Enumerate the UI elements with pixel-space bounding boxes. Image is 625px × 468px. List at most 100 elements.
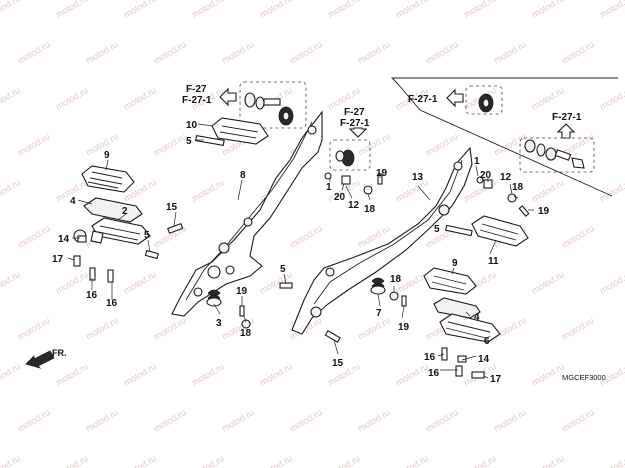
callout-19[interactable]: 19 xyxy=(398,322,410,333)
reference-box-2[interactable]: F-27 F-27-1 xyxy=(329,107,371,171)
watermark-text: motod.ru xyxy=(16,407,52,433)
callout-12[interactable]: 12 xyxy=(348,200,360,211)
callout-10[interactable]: 10 xyxy=(186,120,198,131)
watermark-text: motod.ru xyxy=(54,85,90,111)
watermark-text: motod.ru xyxy=(190,361,226,387)
watermark-text: motod.ru xyxy=(462,0,498,20)
callout-9[interactable]: 9 xyxy=(452,258,458,269)
callout-5[interactable]: 5 xyxy=(186,136,192,147)
callout-18[interactable]: 18 xyxy=(240,328,252,339)
callout-16[interactable]: 16 xyxy=(424,352,436,363)
bolt-group-upper-left xyxy=(244,92,294,126)
watermark-text: motod.ru xyxy=(492,39,528,65)
watermark-text: motod.ru xyxy=(598,269,625,295)
reference-arrow-icon xyxy=(446,88,464,108)
reference-box-4[interactable]: F-27-1 xyxy=(519,112,595,173)
callout-19[interactable]: 19 xyxy=(538,206,550,217)
watermark-text: motod.ru xyxy=(598,0,625,20)
watermark-text: motod.ru xyxy=(598,177,625,203)
upper-step-10 xyxy=(195,117,269,147)
watermark-text: motod.ru xyxy=(326,0,362,20)
reference-label: F-27-1 xyxy=(552,112,582,123)
front-label: FR. xyxy=(52,348,67,358)
callout-14[interactable]: 14 xyxy=(58,234,70,245)
callout-2[interactable]: 2 xyxy=(122,206,128,217)
callout-8[interactable]: 8 xyxy=(240,170,246,181)
callout-16[interactable]: 16 xyxy=(106,298,118,309)
callout-5[interactable]: 5 xyxy=(280,264,286,275)
reference-outline xyxy=(329,139,371,171)
watermark-text: motod.ru xyxy=(16,315,52,341)
callout-19[interactable]: 19 xyxy=(236,286,248,297)
callout-16[interactable]: 16 xyxy=(86,290,98,301)
watermark-text: motod.ru xyxy=(220,39,256,65)
callout-numbers: 9 4 2 14 17 16 16 5 15 10 5 8 3 19 18 1 … xyxy=(52,120,550,385)
callout-18[interactable]: 18 xyxy=(512,182,524,193)
callout-20[interactable]: 20 xyxy=(334,192,346,203)
spring-7 xyxy=(370,277,386,295)
watermark-text: motod.ru xyxy=(220,407,256,433)
watermark-text: motod.ru xyxy=(288,39,324,65)
callout-5[interactable]: 5 xyxy=(144,230,150,241)
watermark-text: motod.ru xyxy=(530,0,566,20)
watermark-text: motod.ru xyxy=(598,85,625,111)
watermark-text: motod.ru xyxy=(530,177,566,203)
reference-box-1[interactable]: F-27 F-27-1 xyxy=(182,81,307,129)
watermark-text: motod.ru xyxy=(530,269,566,295)
callout-11[interactable]: 11 xyxy=(488,256,499,267)
watermark-text: motod.ru xyxy=(530,85,566,111)
reference-box-3[interactable]: F-27-1 xyxy=(408,85,503,115)
right-step-rubber-9 xyxy=(423,267,477,295)
watermark-text: motod.ru xyxy=(84,131,120,157)
watermark-text: motod.ru xyxy=(424,131,460,157)
callout-20[interactable]: 20 xyxy=(480,170,492,181)
callout-14[interactable]: 14 xyxy=(478,354,490,365)
watermark-text: motod.ru xyxy=(16,223,52,249)
callout-7[interactable]: 7 xyxy=(376,308,382,319)
callout-3[interactable]: 3 xyxy=(216,318,222,329)
callout-16[interactable]: 16 xyxy=(428,368,440,379)
watermark-text: motod.ru xyxy=(122,269,158,295)
reference-outline xyxy=(465,85,503,115)
callout-1[interactable]: 1 xyxy=(326,182,332,193)
watermark-text: motod.ru xyxy=(0,453,22,468)
watermark-text: motod.ru xyxy=(326,453,362,468)
callout-15[interactable]: 15 xyxy=(166,202,178,213)
watermark-text: motod.ru xyxy=(462,453,498,468)
callout-4[interactable]: 4 xyxy=(474,312,480,323)
callout-9[interactable]: 9 xyxy=(104,150,110,161)
reference-arrow-icon xyxy=(556,123,576,139)
watermark-text: motod.ru xyxy=(356,315,392,341)
left-step-plate xyxy=(83,197,143,223)
watermark-text: motod.ru xyxy=(122,85,158,111)
callout-17[interactable]: 17 xyxy=(52,254,64,265)
right-step-bar-6 xyxy=(439,313,501,343)
callout-18[interactable]: 18 xyxy=(364,204,376,215)
callout-15[interactable]: 15 xyxy=(332,358,344,369)
watermark-text: motod.ru xyxy=(258,0,294,20)
callout-5[interactable]: 5 xyxy=(434,224,440,235)
watermark-text: motod.ru xyxy=(152,315,188,341)
watermark-text: motod.ru xyxy=(560,407,596,433)
reference-label: F-27 xyxy=(344,107,365,118)
callout-13[interactable]: 13 xyxy=(412,172,424,183)
reference-label: F-27 xyxy=(186,84,207,95)
callout-4[interactable]: 4 xyxy=(70,196,76,207)
callout-17[interactable]: 17 xyxy=(490,374,502,385)
callout-19[interactable]: 19 xyxy=(376,168,388,179)
callout-6[interactable]: 6 xyxy=(484,336,490,347)
reference-arrow-icon xyxy=(219,87,237,107)
watermark-text: motod.ru xyxy=(0,177,22,203)
callout-18[interactable]: 18 xyxy=(390,274,402,285)
right-step-11 xyxy=(445,215,529,247)
right-step-plate-4 xyxy=(433,297,481,319)
watermark-text: motod.ru xyxy=(560,315,596,341)
callout-1[interactable]: 1 xyxy=(474,156,480,167)
watermark-text: motod.ru xyxy=(356,131,392,157)
watermark-text: motod.ru xyxy=(258,361,294,387)
watermark-text: motod.ru xyxy=(84,407,120,433)
leader-lines xyxy=(67,123,534,379)
callout-12[interactable]: 12 xyxy=(500,172,512,183)
left-step-rubber xyxy=(81,165,135,193)
